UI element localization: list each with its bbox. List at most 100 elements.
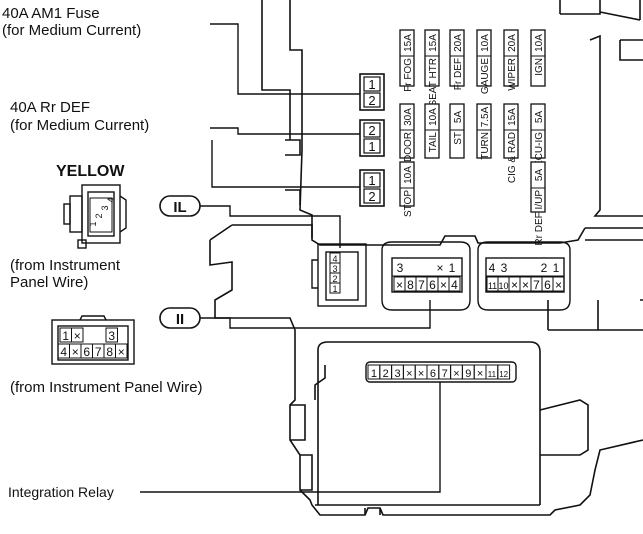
- fuse-top-1-amp: 15A: [428, 34, 439, 52]
- fuse-rrdef-box: [530, 161, 546, 213]
- integration-strip-pin: 11: [488, 370, 497, 379]
- yellow-small-pin-label: 1: [332, 284, 337, 294]
- fuse-mid-3-amp: 7.5A: [480, 106, 491, 127]
- fuse-top-1-box: [424, 29, 440, 87]
- fuse-rrdef-name: Rr DEF I/UP: [534, 190, 545, 246]
- fuse-mid-1-amp: 10A: [428, 108, 439, 126]
- integration-strip-pin: 1: [371, 368, 377, 380]
- mid-connector-pin: 7: [418, 278, 425, 292]
- fuse-mid-5-amp: 5A: [534, 111, 545, 124]
- yellow-connector-label: YELLOW: [56, 163, 125, 180]
- fuse-top-1-name: SEAT HTR: [428, 58, 439, 107]
- mid-connector-pin: ×: [436, 261, 443, 275]
- right-connector-pin: 4: [489, 261, 496, 275]
- fuse-top-2-amp: 20A: [453, 34, 464, 52]
- integration-strip-pin: 9: [465, 368, 471, 380]
- ii-pin-label: 7: [95, 345, 102, 359]
- ii-pin-cell: [105, 327, 118, 343]
- il-tag: IL: [173, 199, 186, 216]
- from-instrument-label-line1: (from Instrument: [10, 257, 121, 274]
- fuse-top-2-box: [449, 29, 465, 87]
- relay-pin-box: [363, 122, 381, 138]
- relay-pin-label: 2: [368, 123, 375, 138]
- ii-pin-cell: [115, 343, 128, 359]
- yellow-connector-pin: 2: [94, 213, 104, 218]
- integration-strip-pin: ×: [477, 368, 483, 380]
- right-connector: [477, 241, 571, 311]
- yellow-connector-pin: 3: [100, 205, 110, 210]
- fuse-top-2-name: Fr DEF: [453, 58, 464, 90]
- fuse-mid-2-amp: 5A: [453, 111, 464, 124]
- ii-pin-label: 6: [83, 345, 90, 359]
- integration-relay-label: Integration Relay: [8, 484, 114, 500]
- fuse-top-3-name: GAUGE: [480, 58, 491, 94]
- right-connector-pin: 3: [501, 261, 508, 275]
- integration-strip-pin: 12: [499, 370, 508, 379]
- fuse-mid-4-amp: 15A: [507, 108, 518, 126]
- fuse-stop-box: [399, 161, 415, 207]
- fuse-mid-3-box: [476, 103, 492, 159]
- fuse-mid-4-name: CIG & RAD: [507, 132, 518, 183]
- fuse-top-3-amp: 10A: [480, 34, 491, 52]
- fuse-top-4-amp: 20A: [507, 34, 518, 52]
- ii-pin-label: ×: [118, 345, 125, 359]
- yellow-small-pin-label: 3: [332, 264, 337, 274]
- right-connector-pin: ×: [511, 278, 518, 292]
- yellow-small-pin-cell: [329, 252, 341, 264]
- mid-connector-pin: 3: [397, 261, 404, 275]
- yellow-pin-frame: [89, 197, 113, 233]
- relay-pin-box: [363, 172, 381, 188]
- integration-strip-cell: [497, 364, 511, 380]
- relay-pin-label: 1: [368, 77, 375, 92]
- relay-pin-box: [363, 92, 381, 108]
- yellow-small-connector: [311, 243, 367, 307]
- mid-connector-pin: ×: [396, 278, 403, 292]
- fuse-mid-0-amp: 30A: [403, 108, 414, 126]
- fuse-mid-0-box: [399, 103, 415, 159]
- fuse-mid-4-box: [503, 103, 519, 159]
- integration-strip-pin: 2: [383, 368, 389, 380]
- integration-strip-pin: ×: [453, 368, 459, 380]
- ii-connector: [51, 315, 135, 365]
- mid-connector-pin: 6: [429, 278, 436, 292]
- fuse-top-3-box: [476, 29, 492, 87]
- mid-connector: [381, 241, 471, 311]
- fuse-mid-2-box: [449, 103, 465, 159]
- relay-pin-label: 1: [368, 139, 375, 154]
- yellow-small-pin-label: 2: [332, 274, 337, 284]
- right-connector-pin: 7: [533, 278, 540, 292]
- fuse-top-0-box: [399, 29, 415, 87]
- right-connector-pin: 11: [488, 281, 497, 291]
- integration-strip-pin: ×: [406, 368, 412, 380]
- fuse-top-5-box: [530, 29, 546, 87]
- integration-strip-pin: 6: [430, 368, 436, 380]
- integration-strip-pin: 3: [394, 368, 400, 380]
- mid-connector-pin: 4: [451, 278, 458, 292]
- relay-pin-box: [363, 138, 381, 154]
- rr-def-label: 40A Rr DEF: [10, 99, 90, 116]
- yellow-connector: [63, 184, 127, 249]
- am1-fuse-sublabel: (for Medium Current): [2, 22, 141, 39]
- mid-pin-cell: [448, 276, 461, 292]
- ii-pin-label: 3: [108, 329, 115, 343]
- relay-pin-label: 2: [368, 93, 375, 108]
- ii-pin-cell: [71, 327, 84, 343]
- ii-pin-label: 4: [60, 345, 67, 359]
- ii-pin-label: ×: [72, 345, 79, 359]
- right-connector-pin: 2: [541, 261, 548, 275]
- fuse-top-0-amp: 15A: [403, 34, 414, 52]
- yellow-connector-pin: 4: [106, 197, 116, 202]
- fuse-mid-5-box: [530, 103, 546, 159]
- fuse-stop-name: STOP: [403, 190, 414, 217]
- mid-connector-pin: 8: [407, 278, 414, 292]
- integration-strip-pin: 7: [442, 368, 448, 380]
- rr-def-sublabel: (for Medium Current): [10, 117, 149, 134]
- relay-pin-label: 1: [368, 173, 375, 188]
- relay-pin-box: [363, 188, 381, 204]
- ii-pin-label: 1: [62, 329, 69, 343]
- fuse-mid-2-name: ST: [453, 132, 464, 145]
- fuse-rrdef-amp: 5A: [534, 169, 545, 182]
- mid-connector-pin: 1: [449, 261, 456, 275]
- ii-pin-label: ×: [74, 329, 81, 343]
